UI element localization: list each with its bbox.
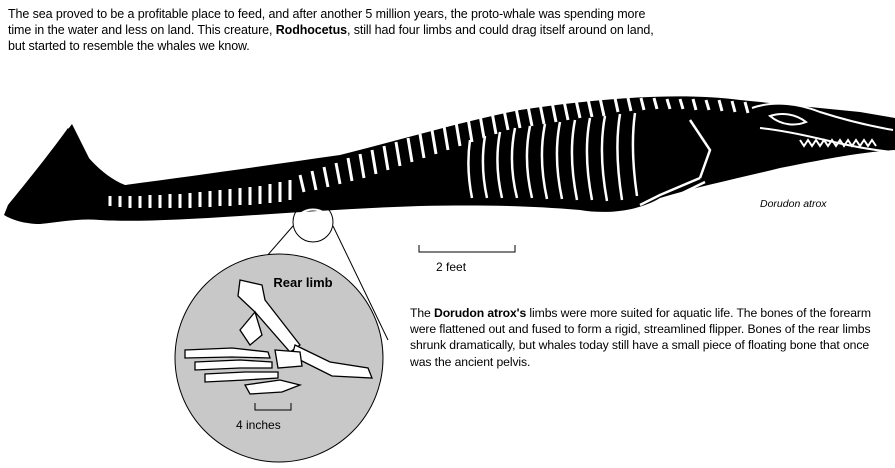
- scale-limb-label: 4 inches: [236, 418, 281, 432]
- desc-text-before: The: [410, 306, 434, 320]
- rear-limb-label: Rear limb: [268, 274, 338, 291]
- scale-bar-2-feet: [419, 245, 515, 252]
- desc-species-name: Dorudon atrox's: [434, 306, 526, 320]
- description-paragraph: The Dorudon atrox's limbs were more suit…: [410, 305, 890, 370]
- scale-body-label: 2 feet: [436, 260, 466, 274]
- species-label: Dorudon atrox: [760, 198, 827, 210]
